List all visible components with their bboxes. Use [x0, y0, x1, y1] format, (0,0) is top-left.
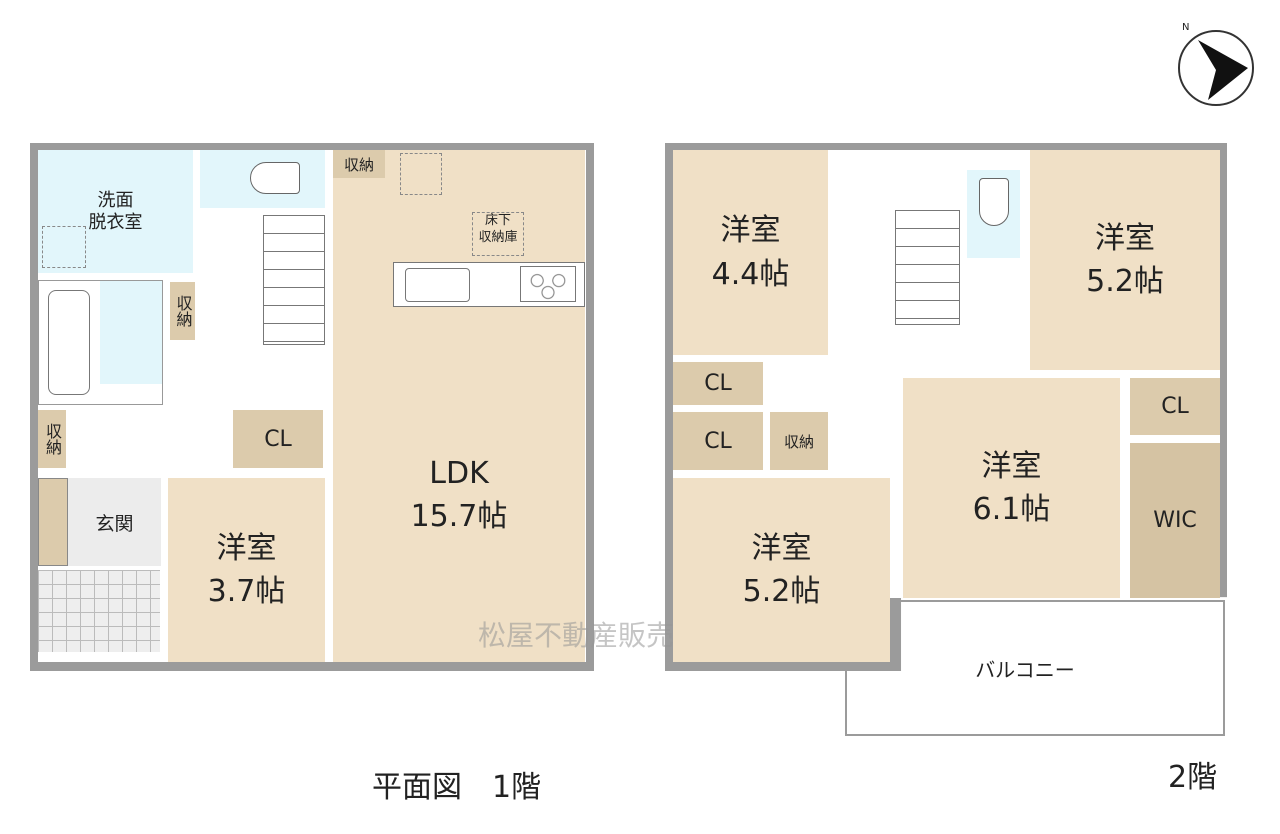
washing-machine-space — [42, 226, 86, 268]
room-name: 洋室 — [751, 530, 812, 566]
stairs-2f — [895, 210, 960, 325]
closet-2f-1: CL — [673, 362, 763, 405]
compass-north-label: N — [1182, 22, 1190, 33]
room-name: 洋室 — [981, 448, 1042, 484]
western-room-6-1: 洋室 6.1帖 — [903, 378, 1120, 598]
toilet-icon — [979, 178, 1009, 226]
wash-room: 洗面 脱衣室 — [38, 150, 193, 273]
skylight — [400, 153, 442, 195]
caption-floor1: 平面図 1階 — [372, 770, 542, 805]
walk-in-closet: WIC — [1130, 443, 1220, 598]
western-room-4-4: 洋室 4.4帖 — [673, 150, 828, 355]
stairs-1f — [263, 215, 325, 345]
room-size: 6.1帖 — [972, 492, 1051, 527]
ldk-top — [385, 150, 585, 180]
room-size: 3.7帖 — [207, 574, 286, 609]
ldk-name: LDK — [429, 455, 489, 491]
toilet-1f — [200, 150, 325, 208]
storage-mid: 収納 — [170, 282, 195, 340]
western-room-5-2-upper: 洋室 5.2帖 — [1030, 150, 1220, 370]
ldk-room: LDK 15.7帖 — [333, 178, 585, 662]
shoe-storage — [38, 478, 68, 566]
room-name: 洋室 — [216, 530, 277, 566]
balcony-label: バルコニー — [975, 657, 1075, 682]
toilet-icon — [250, 162, 300, 194]
wash-room-label: 洗面 脱衣室 — [88, 189, 143, 233]
entrance: 玄関 — [68, 478, 161, 566]
western-room-1f: 洋室 3.7帖 — [168, 478, 325, 662]
sink-icon — [405, 268, 470, 302]
western-room-5-2-lower: 洋室 5.2帖 — [673, 478, 890, 662]
underfloor-storage: 床下 収納庫 — [472, 212, 524, 256]
watermark: 松屋不動産販売 — [478, 619, 675, 652]
storage-2f: 収納 — [770, 412, 828, 470]
closet-2f-2: CL — [673, 412, 763, 470]
room-size: 5.2帖 — [742, 574, 821, 609]
room-size: 4.4帖 — [711, 256, 790, 292]
ldk-size: 15.7帖 — [410, 499, 508, 534]
compass-icon: N — [1178, 22, 1254, 106]
balcony: バルコニー — [845, 600, 1225, 736]
storage-top: 収納 — [333, 150, 385, 178]
room-name: 洋室 — [1095, 220, 1155, 256]
caption-floor2: 2階 — [1168, 760, 1218, 795]
room-size: 5.2帖 — [1086, 264, 1164, 299]
closet-1f: CL — [233, 410, 323, 468]
storage-left: 収納 — [38, 410, 66, 468]
stove-icon — [520, 266, 576, 302]
toilet-2f — [967, 170, 1020, 258]
closet-2f-3: CL — [1130, 378, 1220, 435]
entrance-tile — [38, 570, 160, 652]
room-name: 洋室 — [720, 213, 781, 248]
bathtub-icon — [48, 290, 90, 395]
bath-wash-area — [100, 281, 162, 384]
